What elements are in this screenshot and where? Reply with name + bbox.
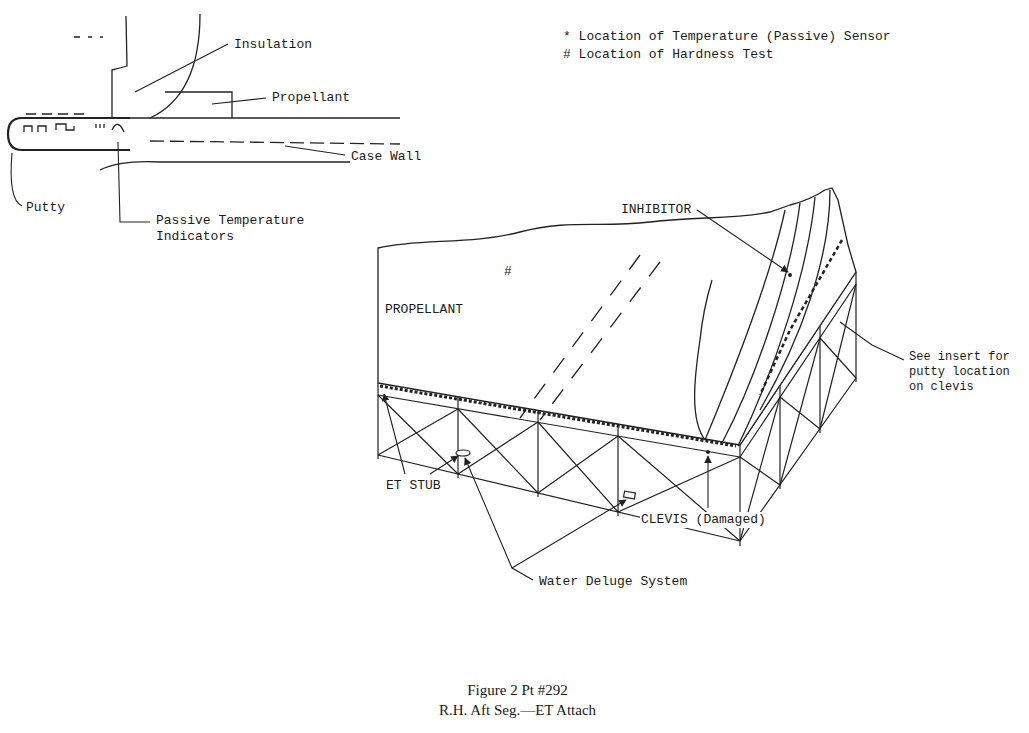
test-mark: #	[503, 264, 513, 280]
symbol-note: * Location of Temperature (Passive) Sens…	[562, 29, 892, 45]
figure-caption: Figure 2 Pt #292	[2, 681, 1029, 700]
part-label: Putty	[25, 200, 66, 216]
sensor-dot	[706, 450, 710, 454]
et-stub	[456, 450, 635, 499]
part-label: ET STUB	[385, 478, 442, 494]
part-label: Propellant	[271, 90, 351, 106]
part-label: PROPELLANT	[384, 302, 464, 318]
leader-line	[384, 210, 904, 580]
symbol-note: # Location of Hardness Test	[562, 47, 775, 63]
part-label: Passive Temperature Indicators	[155, 213, 313, 246]
figure-caption: R.H. Aft Seg.—ET Attach	[2, 701, 1029, 720]
callout-note: See insert for putty location on clevis	[908, 350, 1018, 395]
sensor-dot	[788, 273, 792, 277]
part-label: Water Deluge System	[538, 574, 688, 590]
part-label: Case Wall	[350, 149, 422, 165]
propellant-slab	[378, 188, 856, 446]
leader-line	[11, 44, 345, 222]
cross-section-insert	[8, 14, 400, 170]
part-label: CLEVIS (Damaged)	[640, 512, 767, 528]
part-label: Insulation	[233, 37, 313, 53]
part-label: INHIBITOR	[620, 202, 692, 218]
